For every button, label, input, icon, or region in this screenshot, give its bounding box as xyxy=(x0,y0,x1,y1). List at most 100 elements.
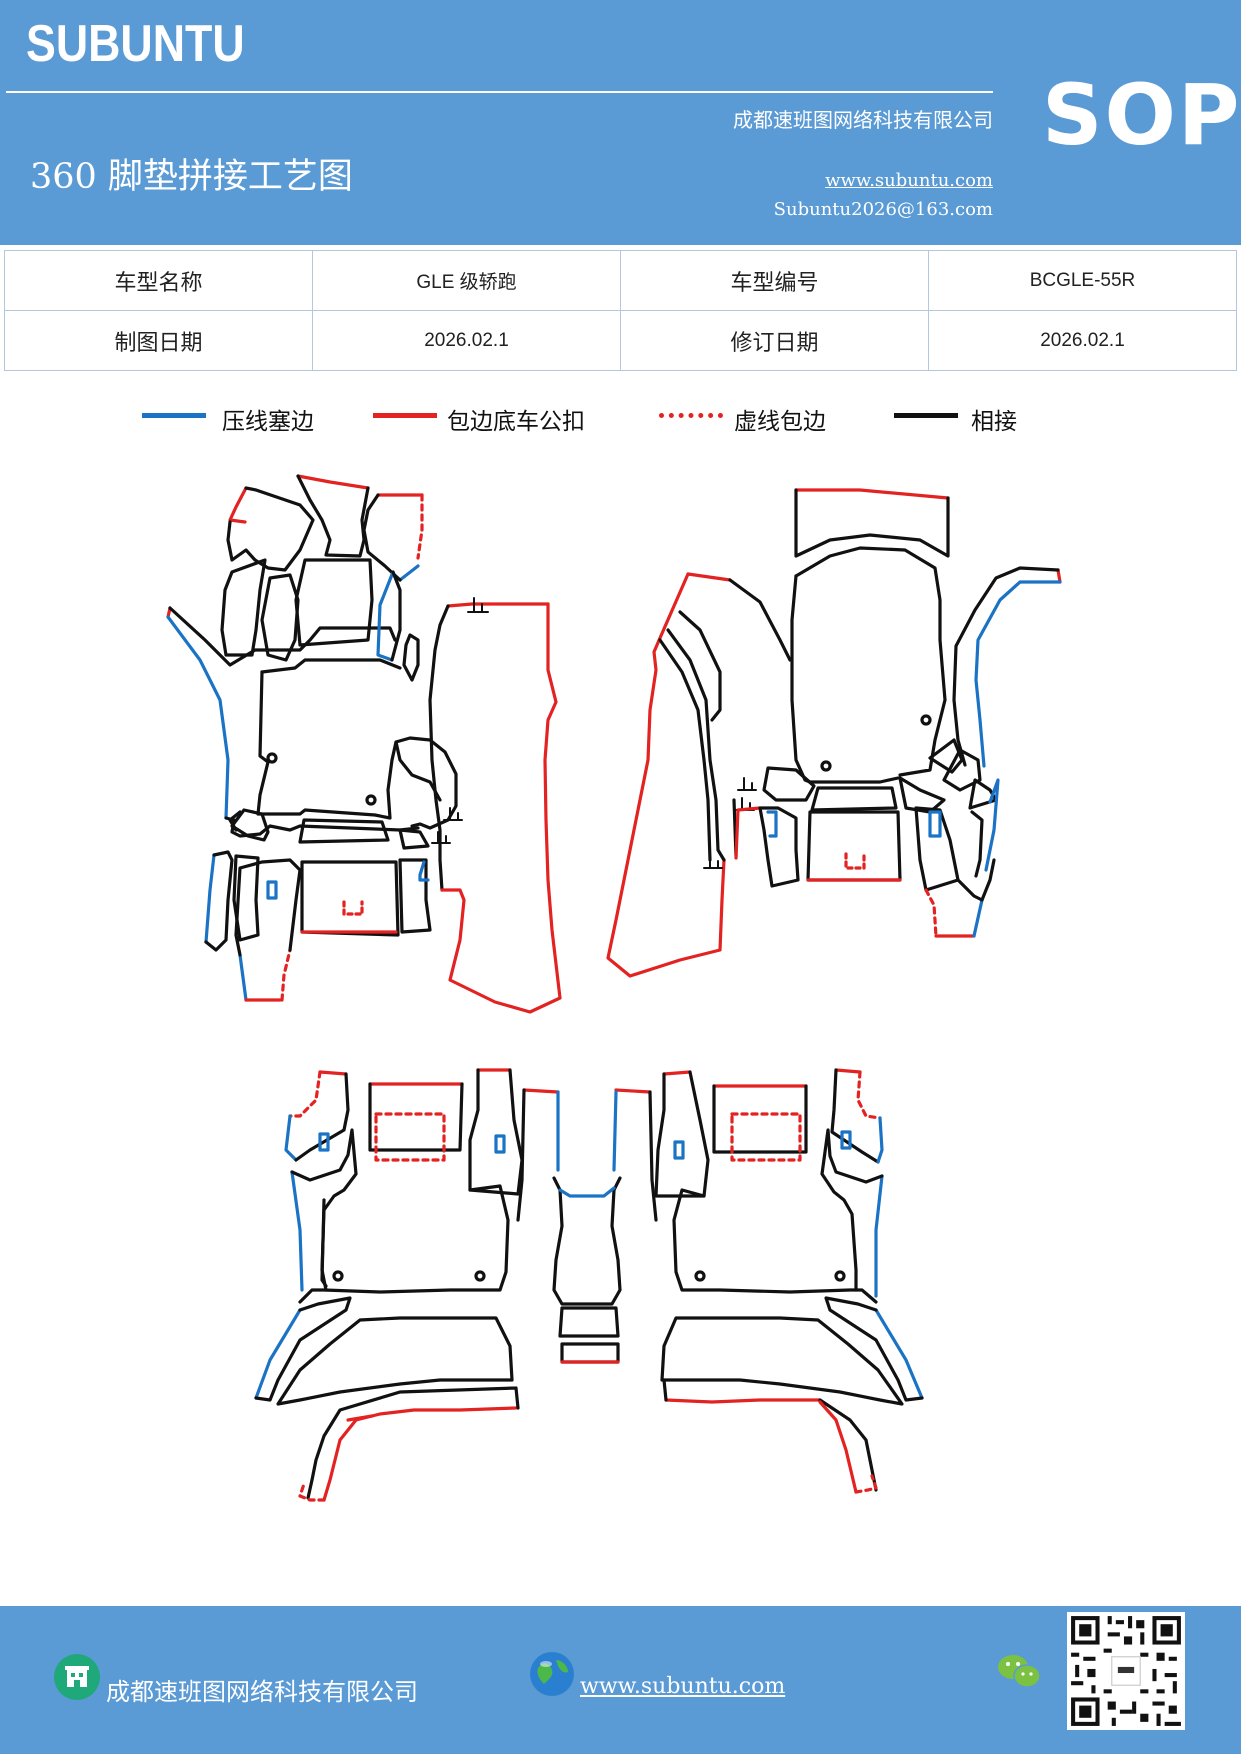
mat-piece xyxy=(560,1342,620,1364)
model-name-value: GLE 级轿跑 xyxy=(312,250,621,311)
mat-edge-red xyxy=(296,474,370,490)
mat-edge-red-dotted xyxy=(856,1070,882,1120)
mat-piece xyxy=(794,546,947,777)
mat-edge-blue xyxy=(874,1308,924,1400)
mat-piece xyxy=(394,740,442,802)
mat-edge-blue xyxy=(766,810,778,838)
mat-edge-blue xyxy=(974,580,1062,768)
drawing-date-value: 2026.02.1 xyxy=(312,310,621,371)
rear-mat-group xyxy=(254,1068,924,1502)
mat-edge-red-dotted xyxy=(854,1474,878,1494)
mat-hole xyxy=(332,1270,344,1282)
mat-edge-blue xyxy=(984,778,1000,872)
mat-piece xyxy=(666,628,726,862)
mat-edge-blue xyxy=(398,564,420,582)
mat-slot-blue xyxy=(494,1134,506,1154)
model-code-label: 车型编号 xyxy=(620,250,929,311)
footer-website-link[interactable]: www.subuntu.com xyxy=(580,1674,786,1699)
mat-edge-red xyxy=(734,806,762,860)
mat-edge-blue xyxy=(376,570,395,662)
floor-mat-diagram xyxy=(166,474,1062,1502)
mat-piece xyxy=(398,828,430,850)
mat-piece xyxy=(428,604,450,892)
mat-edge-red xyxy=(834,1068,862,1074)
joint-mark xyxy=(467,597,489,613)
mat-piece xyxy=(552,1176,622,1306)
mat-edge-blue xyxy=(238,953,248,1002)
mat-piece xyxy=(232,854,260,942)
mat-piece xyxy=(952,566,1060,767)
mat-piece xyxy=(402,633,420,682)
mat-edge-blue xyxy=(418,860,430,882)
mat-edge-blue xyxy=(204,853,216,944)
mat-hole xyxy=(365,794,377,806)
mat-piece xyxy=(390,570,402,662)
legend-label: 压线塞边 xyxy=(222,409,314,435)
mat-edge-red xyxy=(664,1398,822,1404)
mat-piece xyxy=(300,860,400,937)
mat-edge-red-dotted xyxy=(288,1070,322,1118)
legend-swatch-black xyxy=(894,413,958,418)
wechat-icon xyxy=(998,1655,1041,1688)
mat-piece xyxy=(204,850,234,952)
mat-edge-red xyxy=(818,1400,858,1494)
mat-edge-red xyxy=(686,572,732,582)
mat-piece xyxy=(298,1184,510,1304)
mat-hole xyxy=(474,1270,486,1282)
front-right-mat-group xyxy=(606,488,1062,978)
mat-slot-blue xyxy=(840,1130,852,1150)
qr-code xyxy=(1067,1612,1185,1730)
email-address: Subuntu2026@163.com xyxy=(773,199,993,220)
line-legend: 压线塞边 包边底车公扣 虚线包边 相接 xyxy=(0,400,1241,440)
mat-slot-blue xyxy=(266,880,278,900)
legend-swatch-red xyxy=(373,413,437,418)
mat-piece xyxy=(228,810,242,832)
mat-piece xyxy=(276,1316,514,1406)
joint-mark xyxy=(703,855,723,869)
mat-piece xyxy=(758,806,800,888)
mat-edge-red-dotted xyxy=(924,888,938,938)
front-left-mat-group xyxy=(166,474,562,1014)
mat-piece xyxy=(226,486,315,572)
website-link[interactable]: www.subuntu.com xyxy=(825,170,993,191)
mat-piece xyxy=(794,488,950,558)
legend-label: 虚线包边 xyxy=(734,409,826,435)
revision-date-value: 2026.02.1 xyxy=(928,310,1237,371)
mat-edge-red-dotted xyxy=(342,900,364,916)
mat-edge-red xyxy=(794,488,950,500)
mat-edge-blue xyxy=(558,1186,616,1198)
mat-piece xyxy=(654,1070,710,1198)
mat-edge-red xyxy=(614,1088,652,1094)
mat-piece xyxy=(728,578,792,662)
page-footer: 成都速班图网络科技有限公司 www.subuntu.com xyxy=(0,1606,1241,1754)
mat-edge-red xyxy=(322,1414,374,1502)
mat-edge-blue xyxy=(972,898,984,938)
mat-piece xyxy=(294,558,374,647)
mat-piece xyxy=(306,1386,520,1500)
mat-edge-red xyxy=(446,602,550,608)
mat-piece xyxy=(820,1128,884,1292)
mat-edge-red xyxy=(228,486,248,524)
model-name-label: 车型名称 xyxy=(4,250,313,311)
mat-piece xyxy=(168,606,397,667)
mat-edge-red xyxy=(662,1070,692,1076)
mat-piece xyxy=(712,1084,808,1154)
mat-piece xyxy=(914,806,960,892)
mat-edge-blue xyxy=(284,1114,298,1162)
mat-piece xyxy=(810,786,898,812)
mat-piece xyxy=(558,1306,620,1338)
mat-piece xyxy=(368,1082,464,1152)
table-row: 制图日期 2026.02.1 修订日期 2026.02.1 xyxy=(4,310,1237,371)
drawing-date-label: 制图日期 xyxy=(4,310,313,371)
vehicle-info-table: 车型名称 GLE 级轿跑 车型编号 BCGLE-55R 制图日期 2026.02… xyxy=(4,250,1237,371)
mat-edge-red xyxy=(522,1088,560,1094)
mat-hole xyxy=(820,760,832,772)
company-name: 成都速班图网络科技有限公司 xyxy=(733,108,993,132)
mat-piece xyxy=(260,573,300,662)
mat-edge-blue xyxy=(166,615,230,820)
model-code-value: BCGLE-55R xyxy=(928,250,1237,311)
header-divider xyxy=(6,91,993,93)
mat-edge-blue xyxy=(874,1174,884,1298)
mat-piece xyxy=(256,670,458,830)
mat-piece xyxy=(830,1068,880,1164)
